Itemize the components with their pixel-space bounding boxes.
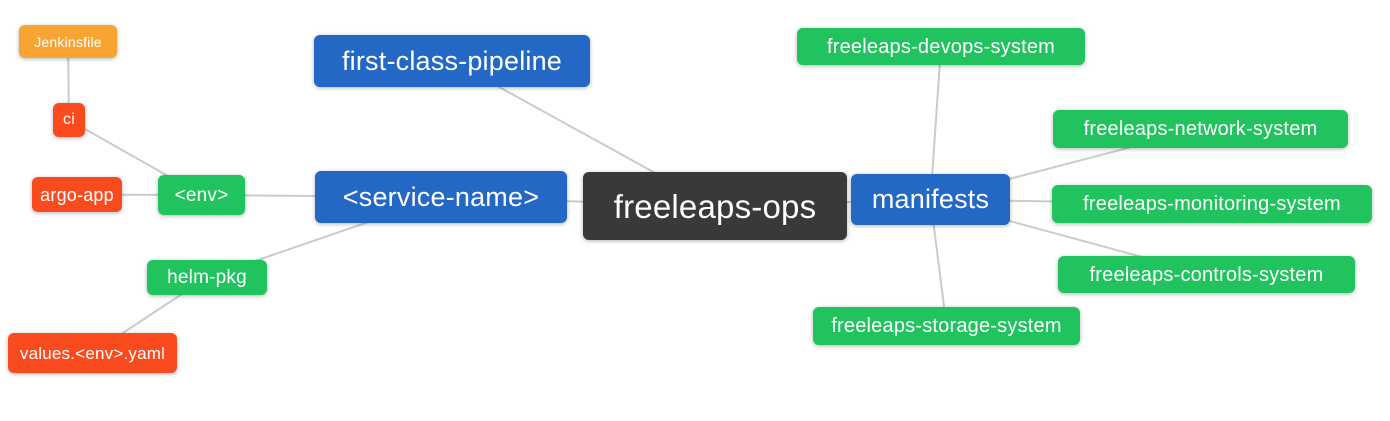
node-service-name[interactable]: <service-name> xyxy=(315,171,567,223)
node-devops-system[interactable]: freeleaps-devops-system xyxy=(797,28,1085,65)
node-values-env-yaml[interactable]: values.<env>.yaml xyxy=(8,333,177,373)
node-helm-pkg[interactable]: helm-pkg xyxy=(147,260,267,295)
node-jenkinsfile[interactable]: Jenkinsfile xyxy=(19,25,117,58)
node-ci[interactable]: ci xyxy=(53,103,85,137)
node-controls-system[interactable]: freeleaps-controls-system xyxy=(1058,256,1355,293)
node-manifests[interactable]: manifests xyxy=(851,174,1010,225)
node-storage-system[interactable]: freeleaps-storage-system xyxy=(813,307,1080,345)
node-first-class-pipeline[interactable]: first-class-pipeline xyxy=(314,35,590,87)
node-argo-app[interactable]: argo-app xyxy=(32,177,122,212)
node-monitoring-system[interactable]: freeleaps-monitoring-system xyxy=(1052,185,1372,223)
node-network-system[interactable]: freeleaps-network-system xyxy=(1053,110,1348,148)
node-freeleaps-ops[interactable]: freeleaps-ops xyxy=(583,172,847,240)
node-env[interactable]: <env> xyxy=(158,175,245,215)
